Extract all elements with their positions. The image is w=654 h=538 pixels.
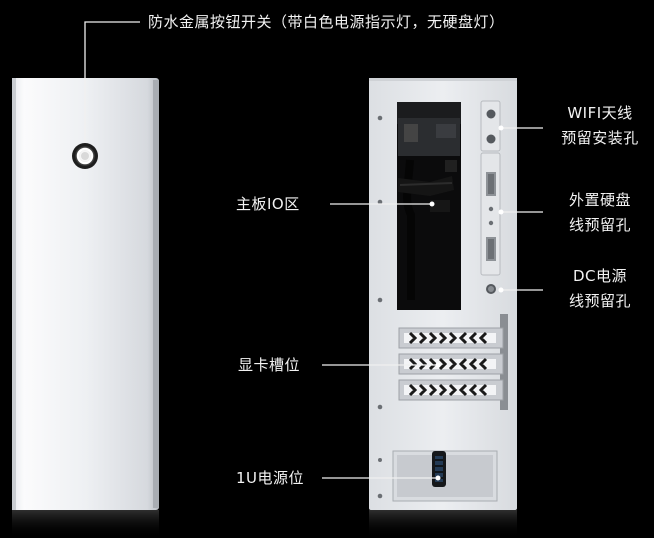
gpu-slot-label: 显卡槽位 <box>238 356 301 374</box>
psu-cutout <box>392 450 498 502</box>
dc-power-label-line1: DC电源 <box>572 267 628 285</box>
power-button-icon <box>72 143 98 169</box>
motherboard-io-cutout <box>397 102 461 310</box>
callout-lines <box>84 21 543 481</box>
case-front-panel <box>12 78 159 538</box>
gpu-slot-brackets <box>398 314 508 410</box>
wifi-label-line1: WIFI天线 <box>567 104 633 122</box>
external-hdd-label-line1: 外置硬盘 <box>568 191 631 209</box>
side-port-strip <box>480 100 501 294</box>
external-hdd-label-line2: 线预留孔 <box>568 216 631 234</box>
psu-label: 1U电源位 <box>236 469 305 487</box>
power-button-label: 防水金属按钮开关（带白色电源指示灯，无硬盘灯） <box>148 13 505 31</box>
dc-power-label-line2: 线预留孔 <box>568 292 631 310</box>
wifi-label-line2: 预留安装孔 <box>561 129 639 147</box>
motherboard-io-label: 主板IO区 <box>236 195 300 213</box>
